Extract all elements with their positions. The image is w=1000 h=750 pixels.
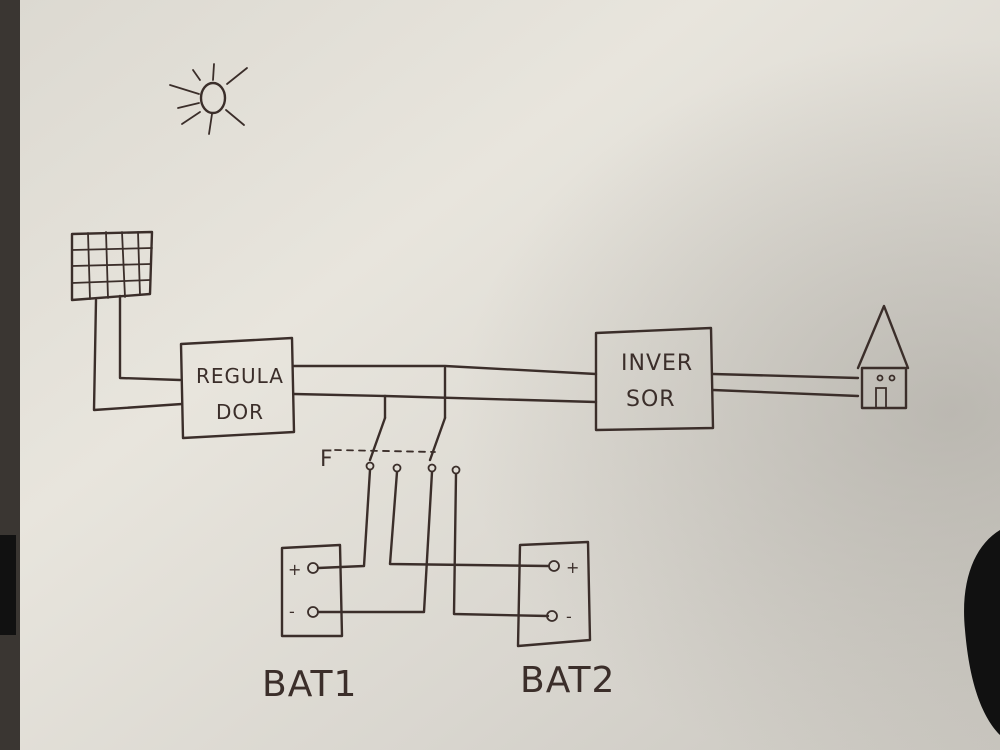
inverter-label-2: SOR — [626, 387, 676, 412]
battery1-label: BAT1 — [262, 664, 357, 705]
regulator-label-1: REGULA — [196, 364, 284, 388]
battery2-box — [516, 540, 592, 648]
bat2-plus-wire — [388, 470, 550, 568]
paper-shadow — [18, 0, 1000, 750]
inverter-box — [594, 326, 715, 432]
switch-label: F — [320, 447, 334, 472]
battery2-label: BAT2 — [520, 660, 615, 701]
sun-icon — [169, 63, 248, 135]
house-icon — [856, 304, 910, 410]
battery1-box — [280, 543, 344, 638]
switch-f — [334, 366, 461, 475]
house-wire-2 — [711, 388, 860, 398]
panel-wire-1 — [118, 294, 182, 382]
bus-wire-top — [292, 364, 598, 376]
solar-panel-icon — [70, 230, 154, 302]
inverter-label-1: INVER — [621, 351, 693, 376]
bat2-minus-wire — [452, 472, 550, 618]
bat2-plus-label: + — [566, 558, 580, 577]
bat2-minus-label: - — [566, 607, 573, 626]
left-dark-edge — [0, 0, 20, 750]
bat1-plus-label: + — [288, 560, 302, 579]
panel-wire-2 — [92, 298, 184, 412]
bat1-minus-label: - — [289, 602, 296, 621]
house-wire-1 — [711, 372, 860, 380]
regulator-box — [179, 336, 296, 440]
right-dark-object — [964, 530, 1000, 735]
left-dark-tab — [0, 535, 16, 635]
regulator-label-2: DOR — [216, 400, 264, 424]
bat1-plus-wire — [316, 468, 372, 570]
bat1-minus-wire — [316, 470, 434, 614]
